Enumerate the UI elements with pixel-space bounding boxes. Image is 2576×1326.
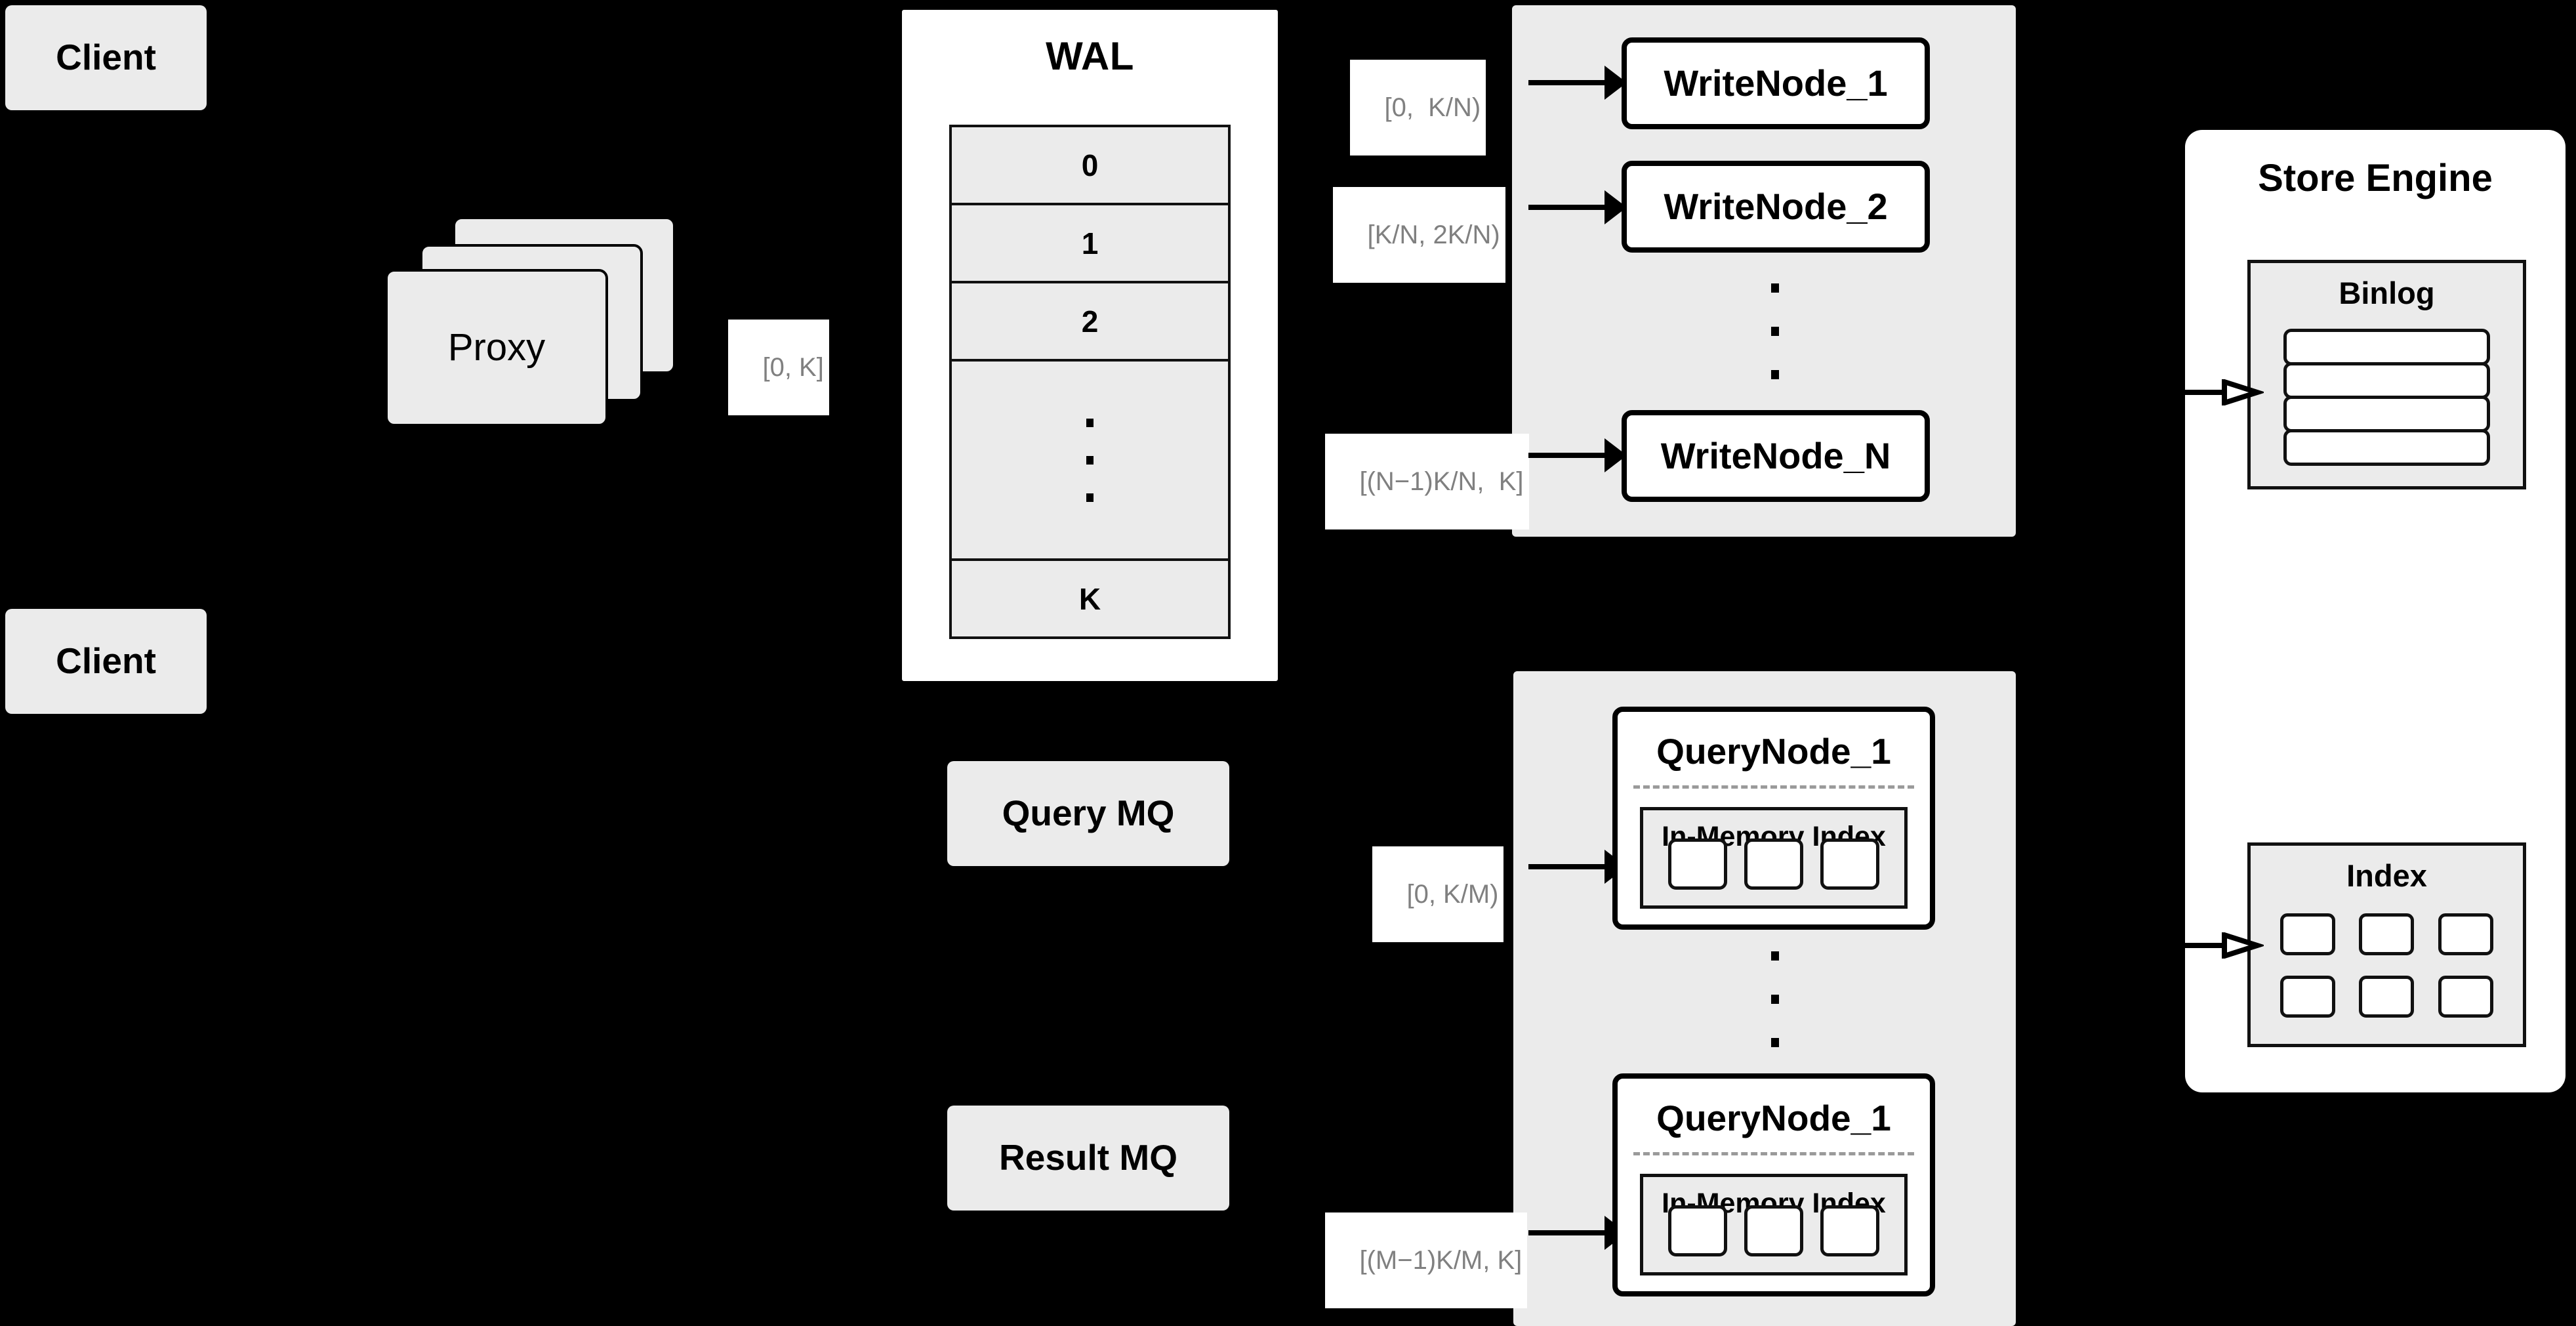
- query-mq-box[interactable]: Query MQ: [947, 761, 1229, 866]
- in-memory-index-1: In-Memory Index: [1640, 807, 1908, 909]
- edge-label-query-m: [(M−1)K/M, K]: [1325, 1212, 1528, 1308]
- wal-row[interactable]: K: [952, 561, 1228, 636]
- wal-row[interactable]: 0: [952, 127, 1228, 205]
- index-cell[interactable]: [1668, 1205, 1727, 1256]
- wal-panel: WAL 0 1 2 K: [897, 5, 1282, 686]
- index-cell[interactable]: [1668, 839, 1727, 890]
- edge-label-query-m-text: [(M−1)K/M, K]: [1359, 1246, 1523, 1275]
- write-node-n-label: WriteNode_N: [1660, 434, 1891, 476]
- result-mq-label: Result MQ: [999, 1137, 1177, 1178]
- arrow-to-writenode-2: [1528, 205, 1607, 210]
- wal-row-label: K: [1078, 581, 1101, 616]
- query-node-m-title: QueryNode_1: [1656, 1098, 1891, 1138]
- store-engine-panel: Store Engine Binlog Index: [2185, 130, 2566, 1092]
- index-cell[interactable]: [2359, 975, 2415, 1018]
- index-cell[interactable]: [2280, 975, 2336, 1018]
- query-node-1[interactable]: QueryNode_1 In-Memory Index: [1612, 707, 1935, 930]
- binlog-title: Binlog: [2339, 276, 2435, 310]
- arrow-to-index: [2185, 931, 2266, 960]
- in-memory-index-1-cells: [1643, 839, 1904, 890]
- edge-label-proxy-to-wal-text: [0, K]: [762, 353, 824, 382]
- arrow-to-writenode-n: [1528, 453, 1607, 458]
- write-node-1-label: WriteNode_1: [1664, 62, 1888, 104]
- index-panel: Index: [2247, 842, 2526, 1047]
- wal-row[interactable]: 1: [952, 205, 1228, 283]
- wal-entry-table: 0 1 2 K: [949, 125, 1231, 639]
- query-node-1-title: QueryNode_1: [1656, 731, 1891, 772]
- query-cluster-ellipsis-icon: [1771, 951, 1779, 1047]
- write-node-2-label: WriteNode_2: [1664, 185, 1888, 227]
- in-memory-index-m-cells: [1643, 1205, 1904, 1256]
- client-box-1[interactable]: Client: [5, 5, 207, 110]
- edge-label-query-1: [0, K/M): [1372, 846, 1504, 942]
- binlog-row[interactable]: [2283, 362, 2490, 399]
- index-cell[interactable]: [1744, 839, 1803, 890]
- index-cell[interactable]: [2359, 913, 2415, 955]
- index-cell[interactable]: [2438, 975, 2493, 1018]
- arrow-open-head-icon: [2185, 931, 2266, 960]
- edge-label-query-1-text: [0, K/M): [1406, 880, 1499, 909]
- edge-label-write-1-text: [0, K/N): [1384, 93, 1481, 122]
- wal-row-label: 2: [1081, 304, 1099, 339]
- in-memory-index-m: In-Memory Index: [1640, 1174, 1908, 1275]
- index-cell[interactable]: [1744, 1205, 1803, 1256]
- arrow-to-querynode-1: [1528, 864, 1607, 869]
- index-cell[interactable]: [1820, 1205, 1879, 1256]
- result-mq-box[interactable]: Result MQ: [947, 1106, 1229, 1211]
- index-cell-grid: [2276, 909, 2498, 1022]
- index-cell[interactable]: [2280, 913, 2336, 955]
- client-box-2[interactable]: Client: [5, 609, 207, 714]
- wal-row[interactable]: 2: [952, 283, 1228, 362]
- query-node-1-divider: [1633, 785, 1914, 789]
- binlog-panel: Binlog: [2247, 260, 2526, 489]
- write-cluster-ellipsis-icon: [1771, 283, 1779, 379]
- query-mq-label: Query MQ: [1002, 793, 1175, 834]
- edge-label-write-2: [K/N, 2K/N): [1333, 187, 1505, 283]
- query-node-m-divider: [1633, 1152, 1914, 1155]
- write-node-n[interactable]: WriteNode_N: [1622, 410, 1930, 502]
- client-label-2: Client: [56, 640, 156, 682]
- write-node-1[interactable]: WriteNode_1: [1622, 37, 1930, 129]
- index-title: Index: [2346, 858, 2427, 893]
- edge-label-proxy-to-wal: [0, K]: [728, 320, 829, 415]
- arrow-to-querynode-m: [1528, 1230, 1607, 1235]
- edge-label-write-n: [(N−1)K/N, K]: [1325, 434, 1529, 529]
- wal-title: WAL: [1046, 34, 1134, 78]
- index-cell[interactable]: [2438, 913, 2493, 955]
- store-engine-title: Store Engine: [2258, 157, 2493, 199]
- binlog-row[interactable]: [2283, 329, 2490, 365]
- vertical-ellipsis-icon: [1086, 418, 1094, 502]
- edge-label-write-1: [0, K/N): [1350, 60, 1486, 155]
- proxy-card-front[interactable]: Proxy: [385, 269, 608, 426]
- arrow-open-head-icon: [2185, 378, 2266, 407]
- binlog-row-list: [2283, 329, 2490, 466]
- wal-row-label: 1: [1081, 226, 1099, 260]
- wal-row-label: 0: [1081, 148, 1099, 182]
- arrow-to-binlog: [2185, 378, 2266, 407]
- arrow-to-writenode-1: [1528, 80, 1607, 85]
- client-label-1: Client: [56, 37, 156, 78]
- wal-row-ellipsis: [952, 362, 1228, 561]
- index-cell[interactable]: [1820, 839, 1879, 890]
- query-node-m[interactable]: QueryNode_1 In-Memory Index: [1612, 1073, 1935, 1296]
- write-node-2[interactable]: WriteNode_2: [1622, 161, 1930, 253]
- binlog-row[interactable]: [2283, 396, 2490, 432]
- proxy-label: Proxy: [447, 325, 546, 369]
- edge-label-write-2-text: [K/N, 2K/N): [1367, 220, 1500, 249]
- edge-label-write-n-text: [(N−1)K/N, K]: [1359, 467, 1524, 496]
- binlog-row[interactable]: [2283, 429, 2490, 466]
